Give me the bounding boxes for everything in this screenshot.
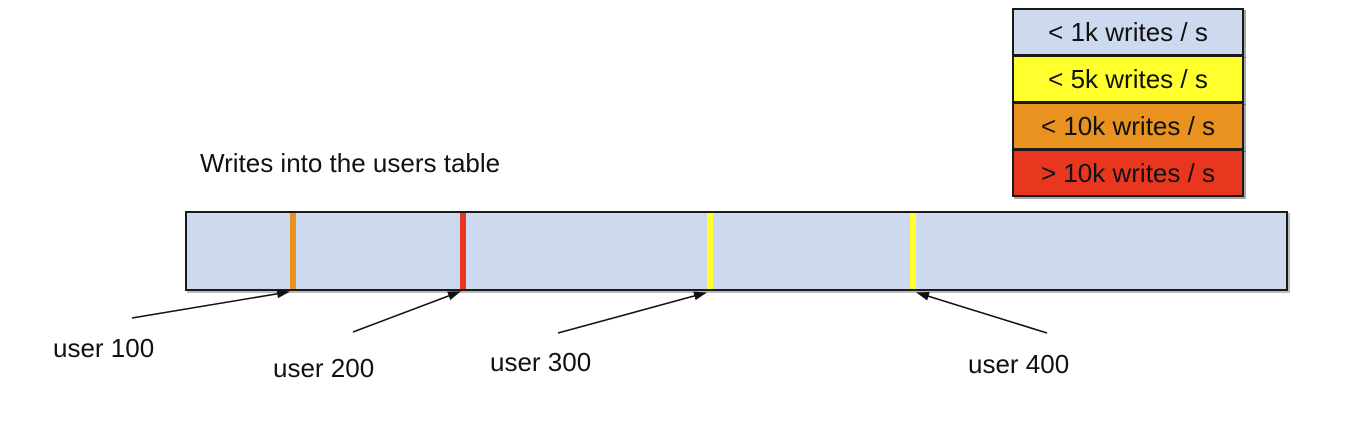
pointer-arrow-3 xyxy=(916,291,1048,334)
legend-item-label: < 5k writes / s xyxy=(1048,63,1208,94)
diagram-title: Writes into the users table xyxy=(200,148,501,178)
pointer-arrow-0 xyxy=(131,289,290,319)
pointer-arrow-2 xyxy=(557,291,707,334)
legend-item-2: < 10k writes / s xyxy=(1012,102,1244,150)
legend-item-1: < 5k writes / s xyxy=(1012,55,1244,103)
legend-item-3: > 10k writes / s xyxy=(1012,149,1244,197)
legend-item-label: < 10k writes / s xyxy=(1040,110,1216,141)
legend-item-0: < 1k writes / s xyxy=(1012,8,1244,56)
write-hotspot-tick-0 xyxy=(290,213,296,289)
write-hotspot-tick-3 xyxy=(910,213,916,289)
pointer-arrow-1 xyxy=(352,291,461,333)
user-label-3: user 400 xyxy=(968,349,1070,379)
legend-item-label: < 1k writes / s xyxy=(1048,16,1208,47)
user-label-1: user 200 xyxy=(273,353,375,383)
user-label-0: user 100 xyxy=(53,333,155,363)
write-hotspot-tick-1 xyxy=(460,213,466,289)
user-label-2: user 300 xyxy=(490,347,592,377)
users-table-bar xyxy=(185,211,1288,291)
writes-rate-legend: < 1k writes / s < 5k writes / s < 10k writ… xyxy=(1012,8,1244,197)
write-hotspot-tick-2 xyxy=(707,213,713,289)
legend-item-label: > 10k writes / s xyxy=(1040,157,1216,188)
